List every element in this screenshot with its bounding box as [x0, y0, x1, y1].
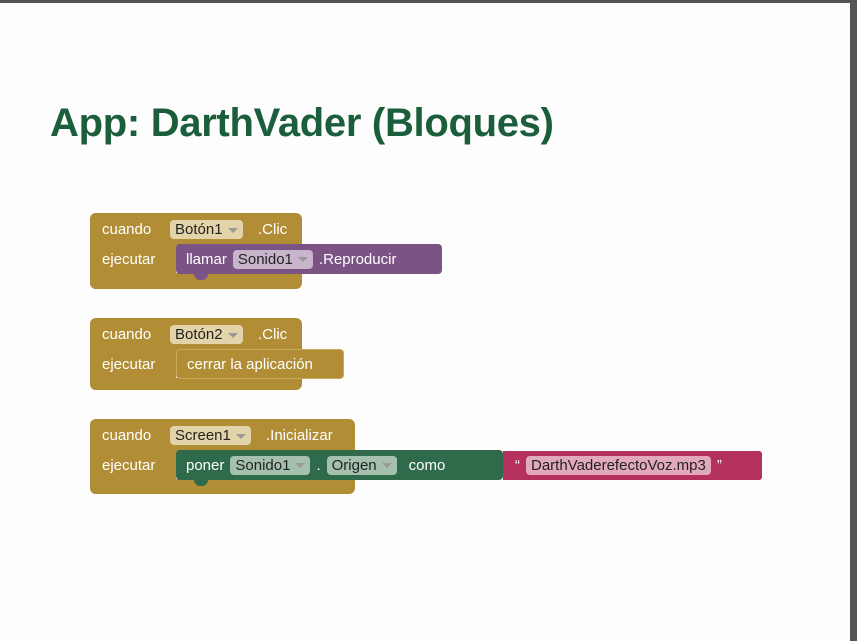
close-app-block[interactable]: cerrar la aplicación — [176, 349, 344, 379]
do-label: ejecutar — [102, 356, 156, 373]
event-label: .Clic — [258, 221, 288, 238]
property-name: Origen — [331, 456, 377, 474]
component-dropdown[interactable]: Sonido1 — [230, 455, 311, 475]
chevron-down-icon — [227, 332, 238, 338]
component-name: Botón2 — [175, 326, 223, 343]
event-label: .Clic — [258, 326, 288, 343]
as-label: como — [408, 456, 446, 474]
component-dropdown[interactable]: Botón1 — [170, 220, 243, 239]
when-label: cuando — [102, 326, 152, 343]
component-name: Screen1 — [175, 427, 231, 444]
component-name: Botón1 — [175, 221, 223, 238]
close-quote: ” — [716, 457, 722, 474]
property-dropdown[interactable]: Origen — [326, 455, 397, 475]
dot-label: . — [316, 456, 321, 474]
slide: App: DarthVader (Bloques) cuando Botón1 … — [0, 3, 850, 641]
call-label: llamar — [186, 250, 227, 268]
chevron-down-icon — [235, 433, 246, 439]
when-label: cuando — [102, 427, 152, 444]
when-label: cuando — [102, 221, 152, 238]
event-label: .Inicializar — [266, 427, 333, 444]
component-name: Sonido1 — [237, 250, 293, 268]
chevron-down-icon — [381, 463, 392, 469]
chevron-down-icon — [297, 257, 308, 263]
text-value-field[interactable]: DarthVaderefectoVoz.mp3 — [526, 456, 711, 475]
do-label: ejecutar — [102, 251, 156, 268]
open-quote: “ — [515, 457, 520, 474]
do-label: ejecutar — [102, 457, 156, 474]
component-dropdown[interactable]: Screen1 — [170, 426, 251, 445]
component-dropdown[interactable]: Sonido1 — [232, 249, 313, 269]
block-notch — [194, 479, 208, 486]
chevron-down-icon — [295, 463, 306, 469]
text-string-block[interactable]: “ DarthVaderefectoVoz.mp3 ” — [503, 451, 762, 480]
chevron-down-icon — [227, 227, 238, 233]
component-name: Sonido1 — [235, 456, 291, 474]
block-notch — [194, 273, 208, 280]
call-play-block[interactable]: llamar Sonido1 .Reproducir — [176, 244, 442, 280]
component-dropdown[interactable]: Botón2 — [170, 325, 243, 344]
close-app-label: cerrar la aplicación — [187, 355, 313, 373]
method-label: .Reproducir — [318, 250, 397, 268]
slide-title: App: DarthVader (Bloques) — [50, 101, 554, 145]
set-label: poner — [186, 456, 225, 474]
set-source-block[interactable]: poner Sonido1 . Origen como — [176, 450, 503, 486]
